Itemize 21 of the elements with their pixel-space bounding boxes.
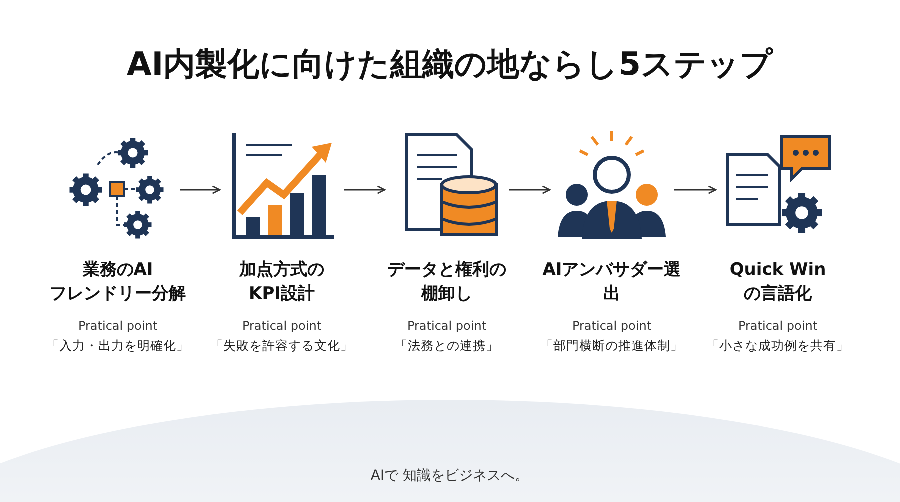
arrow: [674, 186, 717, 194]
step-title: 加点方式の KPI設計: [238, 259, 326, 306]
step-title: Quick Winの言語化: [728, 259, 828, 306]
point-label: Pratical point: [572, 318, 652, 335]
title: AI内製化に向けた組織の地ならし5ステップ: [126, 44, 774, 85]
point-label: Pratical point: [78, 318, 158, 335]
step-title: AIアンバサダー選出: [542, 259, 682, 306]
point-text: 「小さな成功例を共有」: [706, 336, 850, 355]
point-label: Pratical point: [242, 318, 322, 335]
tagline: AIで 知識をビジネスへ。: [370, 467, 530, 486]
point-text: 「法務との連携」: [395, 336, 499, 355]
arrow: [180, 186, 221, 194]
point-label: Pratical point: [407, 318, 487, 335]
arrow: [344, 186, 386, 194]
step-title: 業務のAI フレンドリー分解: [49, 259, 187, 306]
point-label: Pratical point: [738, 318, 818, 335]
point-text: 「入力・出力を明確化」: [46, 336, 190, 355]
arrow: [509, 186, 551, 194]
point-text: 「部門横断の推進体制」: [540, 336, 684, 355]
point-text: 「失敗を許容する文化」: [210, 336, 354, 355]
step-title: データと権利の棚卸し: [386, 259, 508, 306]
